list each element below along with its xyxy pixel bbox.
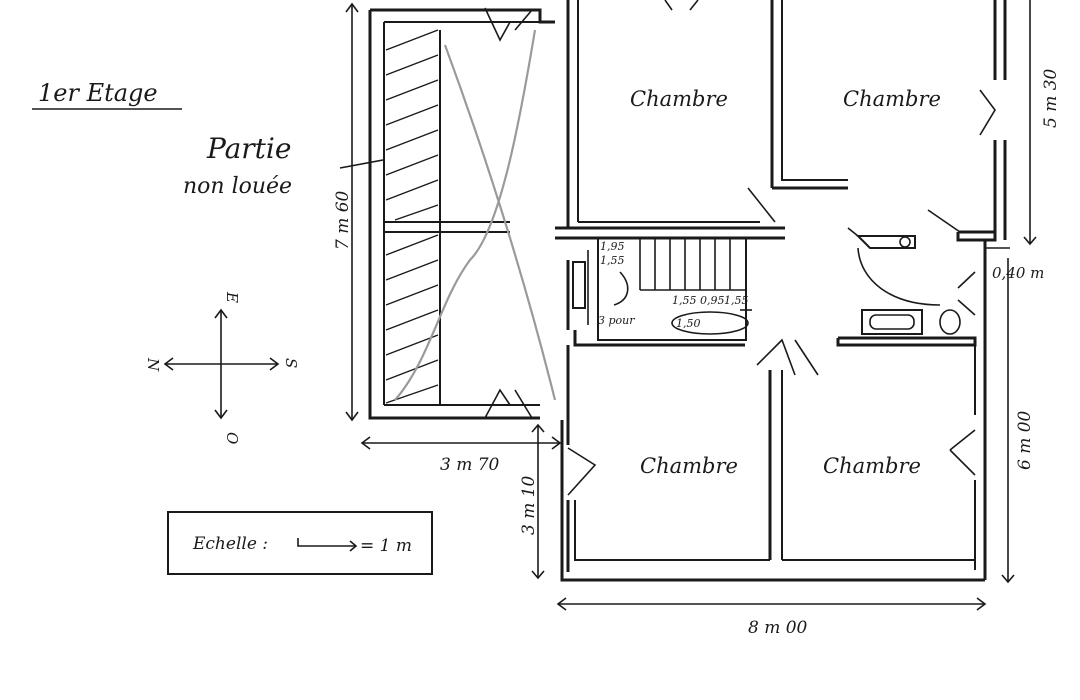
sw-room-inner-bottom [574, 500, 770, 561]
bath-corner-line [847, 227, 859, 237]
stair-side-bar [572, 261, 586, 309]
dim-left-height: 7 m 60 [333, 190, 353, 250]
partie-line-2: non louée [183, 174, 292, 199]
stair-note-2: 1,55 [600, 254, 625, 267]
main-walls [555, 0, 1007, 582]
room-label-se: Chambre [823, 454, 921, 478]
stair-note-4: 1,55 [672, 294, 697, 307]
ne-room-corner [956, 230, 997, 242]
door-ne-right [979, 89, 996, 136]
stair-arrow [613, 271, 629, 306]
scale-box [167, 511, 433, 575]
bottom-outer-wall [560, 420, 985, 582]
partie-non-louee-label: Partie non louée [183, 132, 384, 199]
partie-line-1: Partie [206, 132, 291, 165]
grey-cross-stroke-1 [443, 44, 557, 401]
left-block-door-top [484, 7, 511, 42]
bathroom-fixtures [847, 227, 961, 335]
staircase: 1,95 1,55 3 pour 1,55 0,95 1,55 1,50 [572, 237, 752, 341]
washbasin [939, 309, 961, 335]
bath-curve [857, 247, 941, 306]
partie-leader-line [339, 159, 384, 169]
floor-title-group: 1er Etage [32, 79, 182, 110]
compass-west: O [223, 432, 241, 444]
door-bath-2 [957, 299, 976, 316]
wc-bowl [899, 236, 911, 248]
dim-lower-left-height: 3 m 10 [519, 475, 539, 535]
left-block-door-bottom [484, 388, 511, 419]
left-block [368, 7, 557, 420]
compass-east: E [223, 291, 241, 303]
room-label-nw: Chambre [630, 87, 728, 111]
door-nw-room [747, 187, 776, 223]
dim-bottom-width: 8 m 00 [748, 618, 808, 638]
door-ne-room [927, 209, 961, 233]
door-corridor-2 [794, 339, 819, 376]
compass: E O N S [144, 291, 300, 444]
stair-note-6: 1,55 [724, 294, 749, 307]
se-room-top [836, 336, 977, 347]
floor-title: 1er Etage [38, 79, 158, 107]
stair-note-1: 1,95 [600, 240, 625, 253]
door-sw-room [567, 447, 597, 496]
hatching-upper [385, 29, 439, 221]
wc-tank [855, 235, 916, 249]
compass-north: N [144, 357, 162, 372]
scale-label: Echelle : [192, 534, 268, 554]
room-label-sw: Chambre [640, 454, 738, 478]
door-nw-top-2 [689, 0, 699, 11]
left-block-door-bottom-2 [514, 389, 533, 419]
ne-room-left-inner [781, 0, 848, 181]
door-se-room-2 [949, 449, 976, 476]
dimension-lines: 7 m 60 3 m 70 3 m 10 8 m 00 5 m 30 0,40 … [333, 0, 1061, 638]
door-bath-1 [957, 271, 976, 289]
bathtub-inner [869, 314, 915, 330]
compass-south: S [282, 358, 300, 368]
dim-right-top: 5 m 30 [1041, 68, 1061, 128]
door-nw-top-1 [664, 0, 673, 11]
scale-legend: Echelle : = 1 m [167, 511, 433, 575]
door-se-room-1 [949, 429, 976, 451]
scale-value: = 1 m [360, 536, 412, 556]
dim-left-width: 3 m 70 [440, 455, 500, 475]
bathtub [861, 309, 923, 335]
dim-right-gap: 0,40 m [992, 264, 1044, 282]
sw-room-top [573, 330, 745, 347]
left-block-outer-wall [368, 10, 540, 420]
dim-right-bottom: 6 m 00 [1015, 410, 1035, 470]
room-labels: Chambre Chambre Chambre Chambre [630, 87, 941, 478]
room-label-ne: Chambre [843, 87, 941, 111]
left-block-top-wall [370, 8, 555, 24]
stair-note-7: 1,50 [676, 317, 701, 330]
stair-note-3: 3 pour [598, 314, 635, 327]
stair-frame [597, 237, 747, 341]
doors [567, 0, 996, 496]
door-corridor-1 [756, 338, 796, 376]
grey-cross-stroke-2 [394, 29, 537, 401]
hatching-lower [385, 234, 439, 404]
stair-note-5: 0,95 [700, 294, 725, 307]
stair-note-circle [671, 311, 749, 335]
left-block-door-top-2 [514, 9, 533, 31]
